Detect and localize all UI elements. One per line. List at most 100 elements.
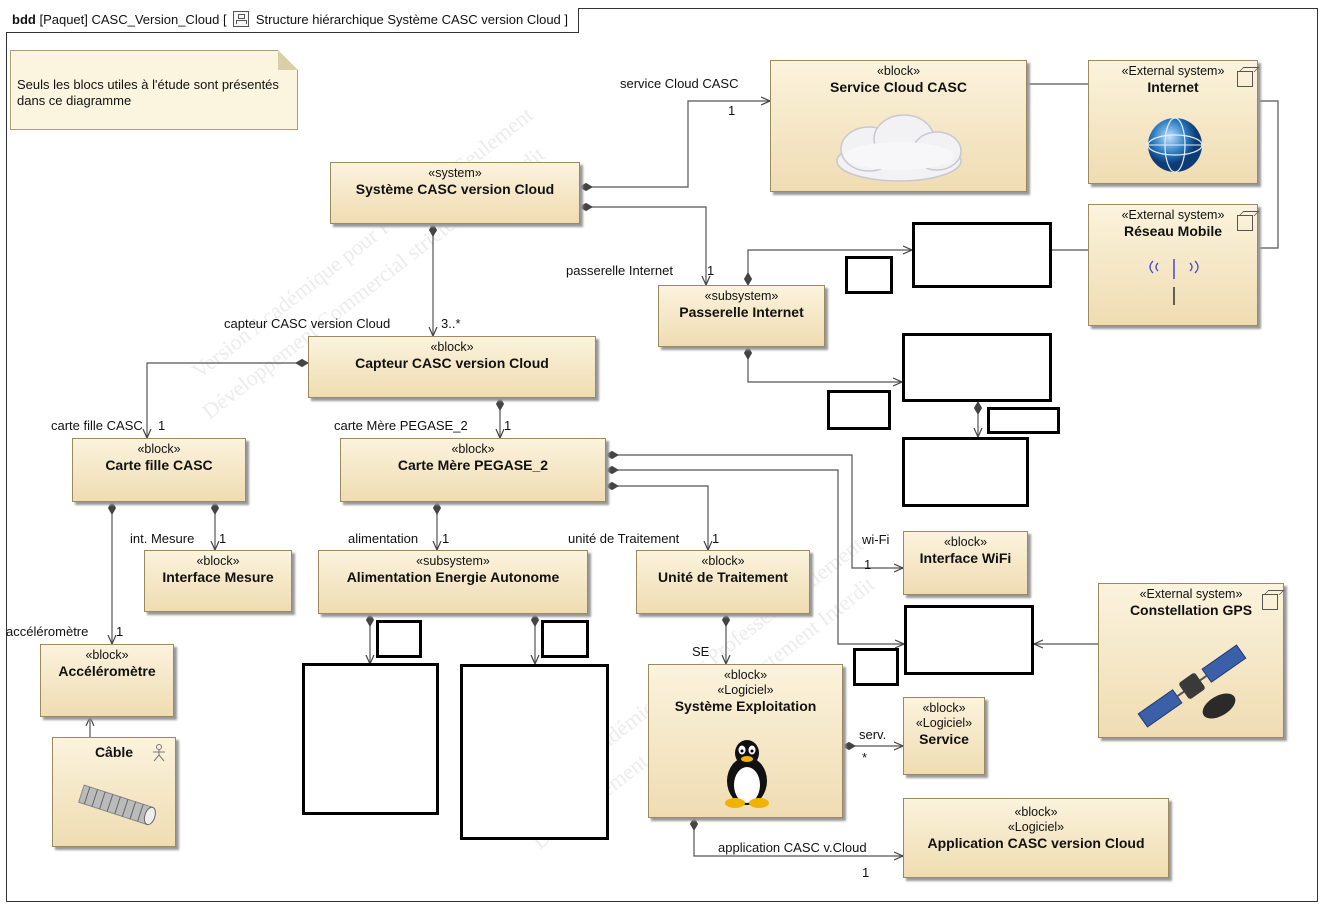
stereotype: «Logiciel» — [717, 683, 774, 697]
mult-serv: * — [862, 750, 868, 765]
block-name: Unité de Traitement — [658, 569, 788, 585]
hierarchy-icon — [233, 11, 250, 27]
stereotype: «block» — [137, 442, 181, 456]
block-constellation-gps[interactable]: «External system» Constellation GPS — [1098, 583, 1284, 738]
stereotype: «block» — [1014, 805, 1058, 819]
stereotype: «block» — [943, 535, 988, 549]
role-passerelle: passerelle Internet — [566, 263, 673, 278]
stereotype: «block» — [85, 648, 129, 662]
stereotype: «block» — [701, 554, 745, 568]
mult-capteur: 3..* — [441, 316, 461, 331]
block-systeme-casc[interactable]: «system» Système CASC version Cloud — [330, 162, 580, 224]
answer-box[interactable] — [904, 605, 1034, 675]
mult-carte-mere: 1 — [504, 418, 512, 433]
block-name: Interface Mesure — [162, 569, 274, 585]
answer-box[interactable] — [541, 620, 589, 658]
stereotype: «block» — [723, 668, 768, 682]
answer-box[interactable] — [376, 620, 422, 658]
role-mesure: int. Mesure — [130, 531, 195, 546]
link-carte-fille — [147, 363, 308, 438]
answer-box[interactable] — [987, 407, 1060, 434]
answer-box[interactable] — [302, 663, 439, 815]
stereotype: «system» — [428, 166, 482, 180]
answer-box[interactable] — [827, 390, 891, 430]
stereotype: «block» — [430, 340, 474, 354]
link-passerelle-redacted — [748, 347, 902, 382]
stereotype: «block» — [922, 701, 966, 715]
answer-box[interactable] — [902, 437, 1029, 507]
block-systeme-exploitation[interactable]: «block» «Logiciel» Système Exploitation — [648, 664, 843, 818]
block-name: Système CASC version Cloud — [355, 181, 555, 197]
block-name: Service Cloud CASC — [830, 79, 967, 95]
answer-box[interactable] — [912, 222, 1052, 288]
mult-passerelle: 1 — [707, 263, 715, 278]
note-comment: Seuls les blocs utiles à l'étude sont pr… — [10, 50, 298, 130]
role-service-cloud: service Cloud CASC — [620, 76, 739, 91]
block-name: Accéléromètre — [58, 663, 156, 679]
block-name: Passerelle Internet — [679, 304, 804, 320]
mult-wifi: 1 — [864, 557, 872, 572]
block-name: Système Exploitation — [674, 698, 817, 714]
diagram-kind: bdd — [12, 12, 36, 27]
mult-mesure: 1 — [219, 531, 227, 546]
block-name: Câble — [94, 744, 134, 760]
block-name: Carte Mère PEGASE_2 — [397, 457, 549, 473]
role-serv: serv. — [859, 727, 887, 742]
block-interface-mesure[interactable]: «block» Interface Mesure — [144, 550, 292, 612]
note-text: Seuls les blocs utiles à l'étude sont pr… — [17, 77, 279, 108]
antenna-icon — [1149, 259, 1199, 305]
block-interface-wifi[interactable]: «block» Interface WiFi — [903, 531, 1028, 595]
block-unite-traitement[interactable]: «block» Unité de Traitement — [636, 550, 810, 614]
block-carte-mere[interactable]: «block» Carte Mère PEGASE_2 — [340, 438, 606, 502]
role-wifi: wi-Fi — [862, 532, 890, 547]
diagram-package: [Paquet] CASC_Version_Cloud [ — [39, 12, 227, 27]
mult-application: 1 — [862, 865, 870, 880]
block-carte-fille[interactable]: «block» Carte fille CASC — [72, 438, 246, 502]
block-name: Carte fille CASC — [105, 457, 213, 473]
answer-box[interactable] — [853, 648, 899, 686]
block-cable[interactable]: Câble — [52, 737, 176, 847]
mult-carte-fille: 1 — [158, 418, 166, 433]
block-reseau-mobile[interactable]: «External system» Réseau Mobile — [1088, 204, 1258, 326]
block-internet[interactable]: «External system» Internet — [1088, 60, 1258, 184]
block-capteur[interactable]: «block» Capteur CASC version Cloud — [308, 336, 596, 398]
mult-service-cloud: 1 — [728, 103, 736, 118]
link-application — [694, 818, 903, 856]
block-passerelle-internet[interactable]: «subsystem» Passerelle Internet — [658, 285, 825, 347]
mult-accelerometre: 1 — [116, 624, 124, 639]
mult-unite: 1 — [712, 531, 720, 546]
globe-icon — [1147, 117, 1203, 173]
stereotype: «External system» — [1139, 587, 1243, 601]
stereotype: «External system» — [1121, 208, 1225, 222]
block-accelerometre[interactable]: «block» Accéléromètre — [40, 644, 174, 717]
role-alimentation: alimentation — [348, 531, 419, 546]
link-redacted-gps — [606, 470, 904, 644]
external-system-icon — [1237, 71, 1253, 87]
block-name: Interface WiFi — [919, 550, 1012, 566]
role-carte-fille: carte fille CASC — [51, 418, 143, 433]
stereotype: «Logiciel» — [915, 716, 973, 730]
block-service[interactable]: «block» «Logiciel» Service — [903, 697, 985, 775]
answer-box[interactable] — [902, 333, 1052, 402]
block-name: Internet — [1147, 79, 1199, 95]
satellite-icon — [1137, 644, 1247, 728]
block-name: Capteur CASC version Cloud — [355, 355, 549, 371]
block-name: Service — [919, 731, 969, 747]
role-unite: unité de Traitement — [568, 531, 680, 546]
link-internet-mobile — [1258, 100, 1279, 249]
block-service-cloud[interactable]: «block» Service Cloud CASC — [770, 60, 1027, 192]
block-name: Réseau Mobile — [1123, 223, 1223, 239]
stereotype: «subsystem» — [704, 289, 779, 303]
external-system-icon — [1237, 215, 1253, 231]
answer-box[interactable] — [460, 664, 609, 840]
block-application[interactable]: «block» «Logiciel» Application CASC vers… — [903, 798, 1169, 878]
note-fold — [278, 50, 298, 70]
role-application: application CASC v.Cloud — [718, 840, 867, 855]
answer-box[interactable] — [845, 256, 893, 294]
stereotype: «External system» — [1121, 64, 1225, 78]
block-alimentation[interactable]: «subsystem» Alimentation Energie Autonom… — [318, 550, 588, 614]
block-name: Alimentation Energie Autonome — [346, 569, 560, 585]
link-service-cloud — [580, 101, 770, 187]
external-system-icon — [1262, 594, 1278, 610]
